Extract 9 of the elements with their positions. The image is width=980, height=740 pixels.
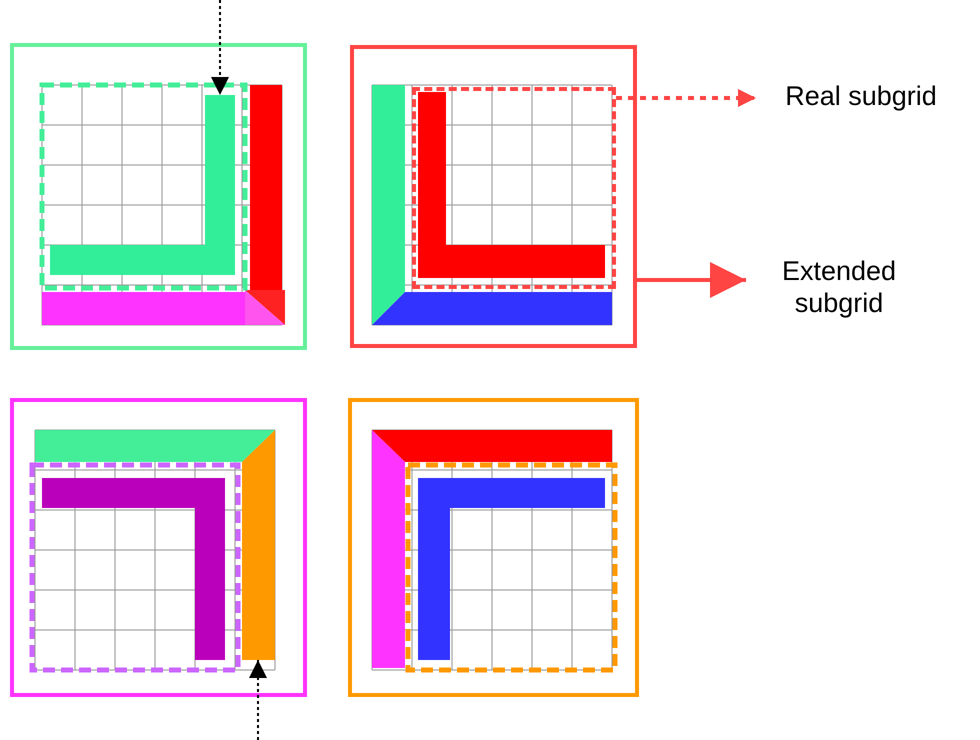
callout-label: Real subgrid xyxy=(784,80,938,112)
real-subgrid-frame xyxy=(412,87,616,289)
dashed-arrow xyxy=(616,89,756,107)
dotted-arrow xyxy=(211,0,229,95)
extended-subgrid-frame xyxy=(350,45,637,348)
dotted-arrow xyxy=(249,660,267,740)
l-shaped-bar xyxy=(50,95,235,275)
callout-label: Extended subgrid xyxy=(780,255,898,320)
arrow xyxy=(637,262,746,298)
